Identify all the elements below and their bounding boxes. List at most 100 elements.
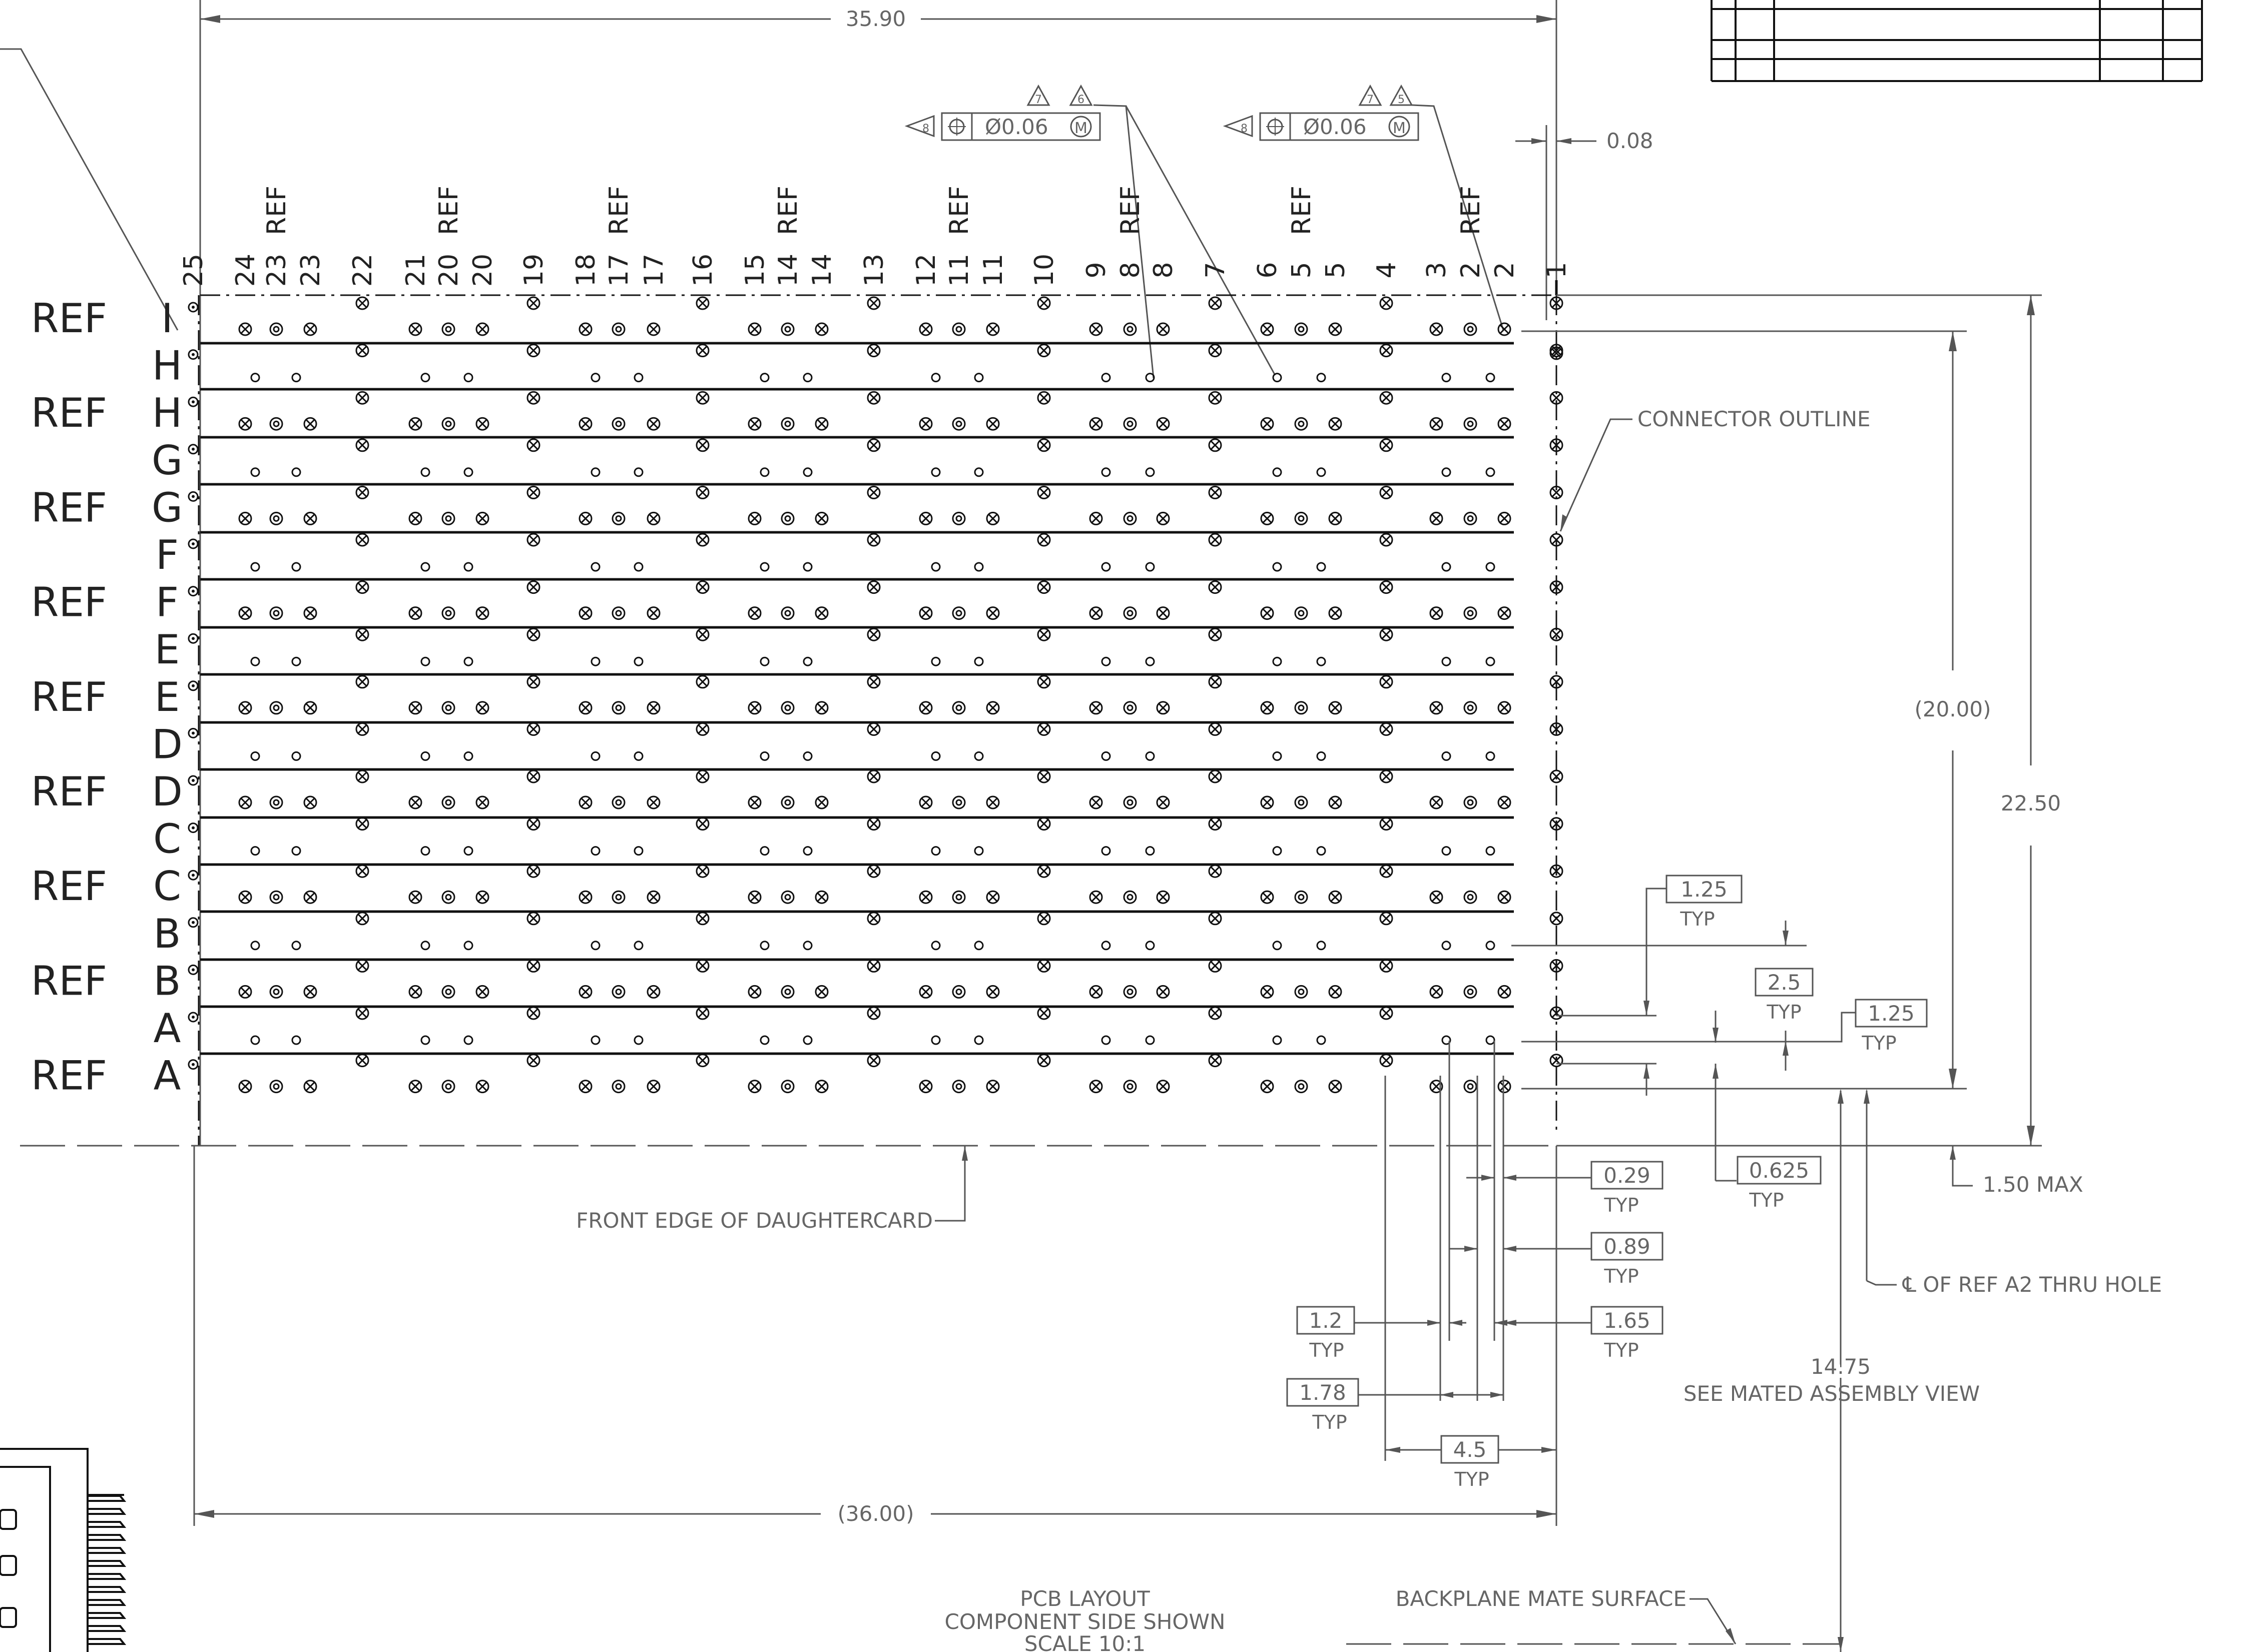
pin-ref-hole bbox=[1123, 795, 1137, 809]
pin-ref-hole bbox=[1463, 606, 1477, 620]
pin-ground bbox=[1429, 795, 1443, 809]
pin-ground bbox=[1208, 675, 1222, 689]
pin-ref-hole bbox=[269, 985, 283, 999]
pin-ground bbox=[1379, 580, 1393, 594]
pin-ground bbox=[1328, 795, 1342, 809]
pin-ref-hole bbox=[1294, 795, 1308, 809]
pin-signal bbox=[1145, 751, 1155, 761]
pin-signal bbox=[1145, 1035, 1155, 1045]
pin-signal bbox=[1101, 846, 1111, 856]
pin-ground bbox=[1379, 533, 1393, 547]
pin-ground bbox=[1328, 890, 1342, 904]
pin-ground bbox=[1089, 890, 1103, 904]
pin-ground bbox=[355, 864, 369, 878]
pin-ground bbox=[1037, 912, 1051, 926]
pin-ground bbox=[1379, 675, 1393, 689]
pin-ground bbox=[475, 511, 489, 525]
pin-signal bbox=[760, 467, 770, 477]
column-ref-label: REF bbox=[773, 186, 803, 235]
column-number: 17 bbox=[604, 254, 634, 287]
column-number: 13 bbox=[859, 254, 889, 287]
pin-ground bbox=[1429, 890, 1443, 904]
pin-ground bbox=[1497, 890, 1511, 904]
pin-signal bbox=[463, 846, 473, 856]
pin-signal bbox=[1485, 656, 1495, 666]
overall-width-value: 35.90 bbox=[846, 7, 906, 31]
pin-ground bbox=[1208, 864, 1222, 878]
pin-ground bbox=[1156, 890, 1170, 904]
pin-ground bbox=[696, 675, 710, 689]
pin-ground bbox=[919, 985, 933, 999]
row-ref-label: REF bbox=[31, 1053, 107, 1099]
pin-ground bbox=[526, 391, 540, 405]
pin-ground bbox=[1156, 1080, 1170, 1094]
row-datum-mark bbox=[188, 633, 199, 644]
pin-ground bbox=[919, 606, 933, 620]
pin-ground bbox=[355, 296, 369, 310]
pin-ground bbox=[238, 606, 252, 620]
pin-ground bbox=[526, 580, 540, 594]
pin-ref-hole bbox=[1463, 985, 1477, 999]
pin-ground bbox=[1260, 890, 1274, 904]
column-ref-label: REF bbox=[1456, 186, 1486, 235]
pin-ground bbox=[1379, 864, 1393, 878]
pin-ref-hole bbox=[1463, 417, 1477, 431]
pin-ground bbox=[696, 1006, 710, 1020]
connector-tooth bbox=[88, 1547, 127, 1554]
pin-signal bbox=[591, 656, 601, 666]
pin-ground bbox=[986, 511, 1000, 525]
column-number: 5 bbox=[1321, 262, 1351, 278]
column-number: 10 bbox=[1029, 254, 1059, 287]
pin-ground bbox=[1328, 606, 1342, 620]
pin-ground bbox=[1379, 296, 1393, 310]
pin-ground bbox=[867, 769, 881, 783]
pin-signal bbox=[420, 941, 430, 951]
pin-ground bbox=[867, 912, 881, 926]
backplane-label: BACKPLANE MATE SURFACE bbox=[1396, 1586, 1687, 1611]
row-letter: C bbox=[153, 816, 181, 863]
pin-signal bbox=[803, 656, 813, 666]
row-letter: A bbox=[154, 1005, 181, 1052]
pin-ground bbox=[579, 890, 593, 904]
pin-ground bbox=[1379, 344, 1393, 358]
pin-signal bbox=[291, 846, 301, 856]
pin-ground bbox=[696, 722, 710, 736]
dim-0-89-typ: TYP bbox=[1603, 1265, 1638, 1287]
pin-ground bbox=[526, 817, 540, 831]
pin-signal bbox=[1441, 373, 1451, 383]
pin-ref-hole bbox=[952, 890, 966, 904]
pin-ground bbox=[1379, 391, 1393, 405]
pin-ground bbox=[1328, 1080, 1342, 1094]
pin-ground bbox=[526, 485, 540, 499]
pin-signal bbox=[1485, 1035, 1495, 1045]
pin-ground bbox=[696, 296, 710, 310]
pin-ref-hole bbox=[1463, 511, 1477, 525]
row-ref-label: REF bbox=[31, 958, 107, 1004]
pin-ground bbox=[696, 864, 710, 878]
pin-ground bbox=[355, 627, 369, 641]
pin-ground bbox=[303, 1080, 317, 1094]
pin-signal bbox=[1485, 467, 1495, 477]
fcf2-flag-b: 5 bbox=[1398, 94, 1405, 106]
pin-ground bbox=[526, 1006, 540, 1020]
pin-ground bbox=[1089, 322, 1103, 336]
column-number: 21 bbox=[401, 254, 431, 287]
pin-ground bbox=[1379, 1054, 1393, 1068]
pin-ground bbox=[526, 912, 540, 926]
pin-signal bbox=[1441, 562, 1451, 572]
pin-ground bbox=[1429, 985, 1443, 999]
pin-ref-hole bbox=[1123, 606, 1137, 620]
max-offset-value: 1.50 MAX bbox=[1983, 1172, 2083, 1197]
fcf1-modifier: M bbox=[1074, 120, 1087, 137]
connector-side-view bbox=[0, 1448, 127, 1652]
pin-ground bbox=[986, 417, 1000, 431]
column-number: 12 bbox=[911, 254, 941, 287]
pin-ground bbox=[238, 417, 252, 431]
pin-ground bbox=[475, 701, 489, 715]
pin-ref-hole bbox=[1463, 1080, 1477, 1094]
pin-ground bbox=[647, 890, 661, 904]
pin-ground bbox=[1037, 864, 1051, 878]
pin-ground bbox=[696, 344, 710, 358]
pin-signal bbox=[250, 751, 260, 761]
pin-signal bbox=[803, 467, 813, 477]
